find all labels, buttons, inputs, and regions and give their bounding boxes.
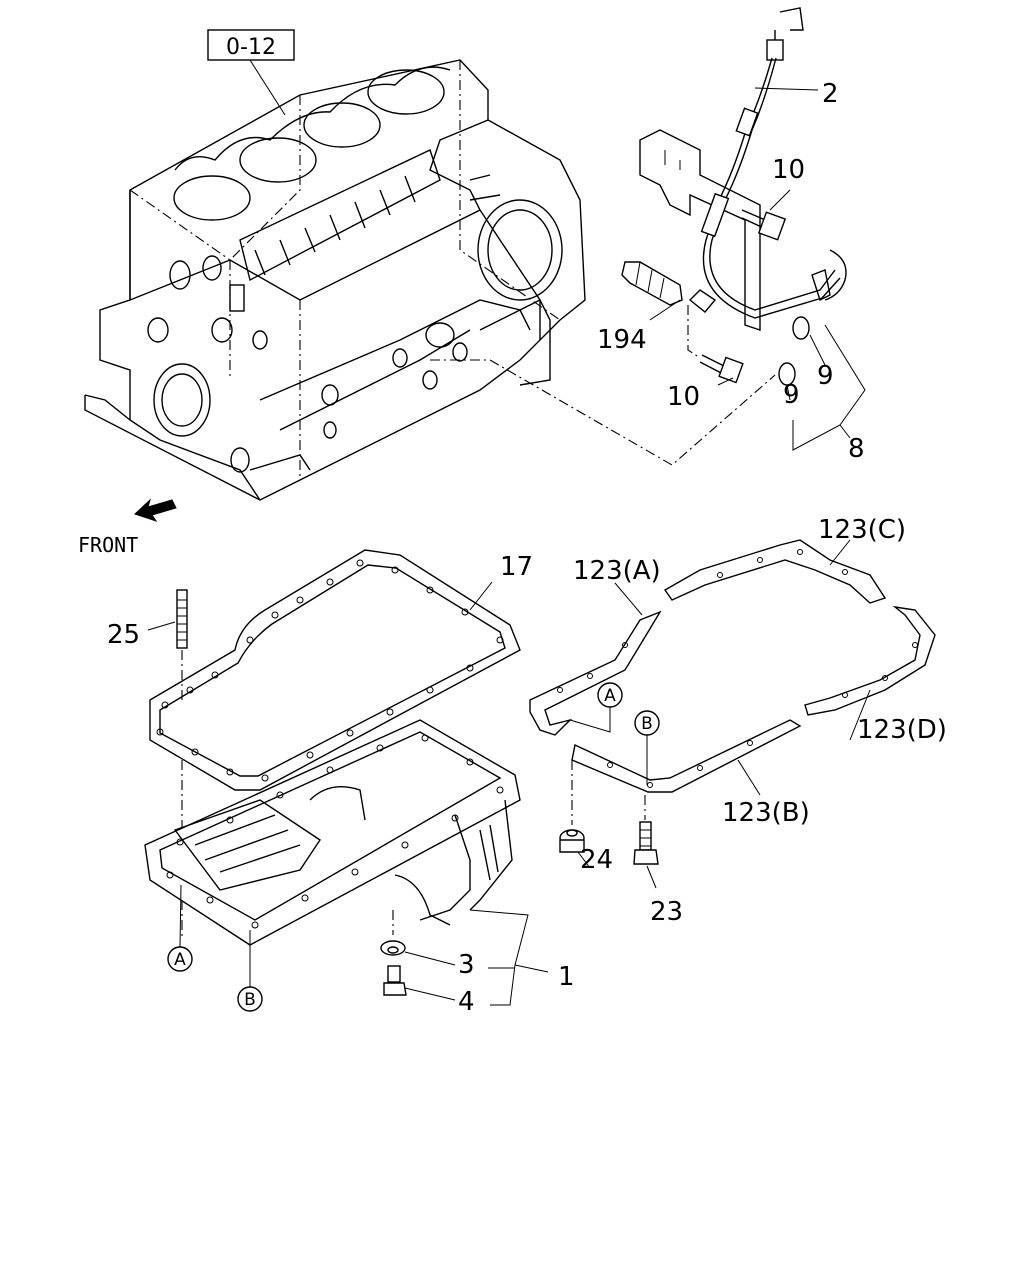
callout-9-upper: 9 <box>817 361 834 391</box>
oil-pan <box>144 719 521 946</box>
drain-plug-4 <box>383 965 407 996</box>
callout-10-lower: 10 <box>667 382 700 412</box>
callout-23: 23 <box>650 897 683 927</box>
callout-4: 4 <box>458 987 475 1017</box>
callout-194: 194 <box>597 325 647 355</box>
callout-123a: 123(A) <box>573 556 661 586</box>
callout-2: 2 <box>822 79 839 109</box>
marker-a-right-label: A <box>604 686 616 706</box>
callout-24: 24 <box>580 845 613 875</box>
bolt-lower <box>699 354 744 384</box>
nut-24 <box>559 829 585 853</box>
callout-3: 3 <box>458 950 475 980</box>
marker-b-left-label: B <box>244 990 256 1010</box>
marker-b-right-label: B <box>641 714 653 734</box>
bolt-23 <box>633 821 659 865</box>
ref-box <box>207 29 295 61</box>
callout-123c: 123(C) <box>818 515 906 545</box>
stud-25 <box>176 589 188 649</box>
callout-1: 1 <box>558 962 575 992</box>
ref-box-leader <box>249 59 286 116</box>
gasket-17 <box>149 549 521 791</box>
bolt-upper <box>741 209 787 241</box>
callout-123b: 123(B) <box>722 798 810 828</box>
callout-9-lower: 9 <box>783 380 800 410</box>
ref-box-label: 0-12 <box>226 35 276 60</box>
stud-194 <box>621 261 683 306</box>
marker-a-left-label: A <box>174 950 186 970</box>
liquid-gasket-123 <box>529 539 936 793</box>
clip-leader <box>687 305 701 359</box>
front-arrow-icon <box>134 498 177 522</box>
cylinder-block <box>84 59 586 501</box>
callout-123d: 123(D) <box>857 715 947 745</box>
callout-10-upper: 10 <box>772 155 805 185</box>
callout-8: 8 <box>848 434 865 464</box>
front-label: FRONT <box>78 533 138 557</box>
callout-25: 25 <box>107 620 140 650</box>
callout-17: 17 <box>500 552 533 582</box>
dipstick-assembly <box>621 7 847 386</box>
washer-9-upper <box>792 316 810 340</box>
assembly-leader <box>430 359 776 466</box>
